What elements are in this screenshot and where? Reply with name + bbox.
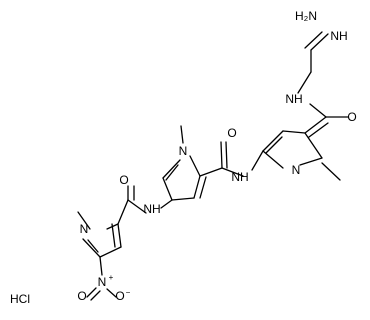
bond-37 bbox=[99, 246, 122, 258]
bond-21 bbox=[189, 155, 201, 177]
atom-label-amide-nh-2: NH bbox=[231, 170, 248, 184]
atom-label-amide-o-2: O bbox=[227, 126, 236, 140]
bond-25 bbox=[162, 177, 173, 201]
atom-label-ring1-n: N bbox=[292, 163, 301, 177]
bond-10 bbox=[282, 130, 306, 134]
bond-12 bbox=[265, 136, 283, 154]
bond-13 bbox=[262, 150, 284, 169]
atom-label-amidine-nh2: H₂N bbox=[295, 9, 317, 23]
nitro-bond-3 bbox=[106, 288, 117, 298]
bond-17 bbox=[221, 167, 244, 177]
atom-label-nitro-n: N bbox=[98, 275, 107, 289]
bond-30 bbox=[127, 199, 147, 214]
bond-11 bbox=[262, 130, 284, 152]
bond-1 bbox=[310, 33, 329, 51]
atom-label-amide-nh-3: NH bbox=[143, 202, 160, 216]
nitro-bond-2 bbox=[90, 290, 101, 301]
atom-label-nitro-n-plus: + bbox=[109, 273, 114, 282]
bond-7 bbox=[304, 116, 327, 134]
nitro-bond-1 bbox=[86, 287, 97, 298]
bond-15 bbox=[321, 162, 341, 181]
atom-label-ring3-n: N bbox=[80, 222, 89, 236]
atom-label-amide-o-1: O bbox=[347, 110, 356, 124]
bond-24 bbox=[171, 197, 195, 201]
atom-label-salt: HCl bbox=[10, 292, 30, 306]
atom-label-amide-nh-1: NH bbox=[285, 92, 302, 106]
bond-33 bbox=[117, 199, 129, 225]
atom-label-amide-o-3: O bbox=[119, 173, 128, 187]
bond-41 bbox=[99, 256, 103, 276]
atom-label-nitro-o-right: O bbox=[115, 289, 124, 303]
bond-5 bbox=[309, 103, 327, 118]
bond-35 bbox=[117, 223, 122, 248]
bond-27 bbox=[165, 164, 179, 181]
bond-40 bbox=[77, 211, 91, 230]
bond-18 bbox=[220, 141, 223, 169]
bond-28 bbox=[180, 125, 184, 144]
bond-20 bbox=[199, 167, 223, 177]
bond-9 bbox=[304, 132, 323, 159]
bond-14 bbox=[299, 157, 323, 166]
bond-22 bbox=[193, 175, 201, 199]
bond-39 bbox=[87, 239, 99, 253]
bond-26 bbox=[162, 159, 181, 179]
bond-16 bbox=[251, 150, 264, 171]
bond-23 bbox=[199, 176, 207, 199]
atom-label-amidine-nh: NH bbox=[330, 29, 347, 43]
bonds bbox=[77, 31, 349, 301]
bond-8 bbox=[308, 122, 329, 138]
bond-29 bbox=[160, 199, 173, 209]
atom-label-nitro-o-minus: − bbox=[126, 288, 131, 297]
bond-2 bbox=[304, 31, 323, 49]
bond-36 bbox=[111, 223, 116, 248]
bond-19 bbox=[225, 141, 228, 169]
atom-label-nitro-o-top: O bbox=[77, 289, 86, 303]
atom-label-ring2-n: N bbox=[179, 144, 188, 158]
bond-38 bbox=[82, 238, 101, 258]
bond-4 bbox=[297, 71, 312, 94]
